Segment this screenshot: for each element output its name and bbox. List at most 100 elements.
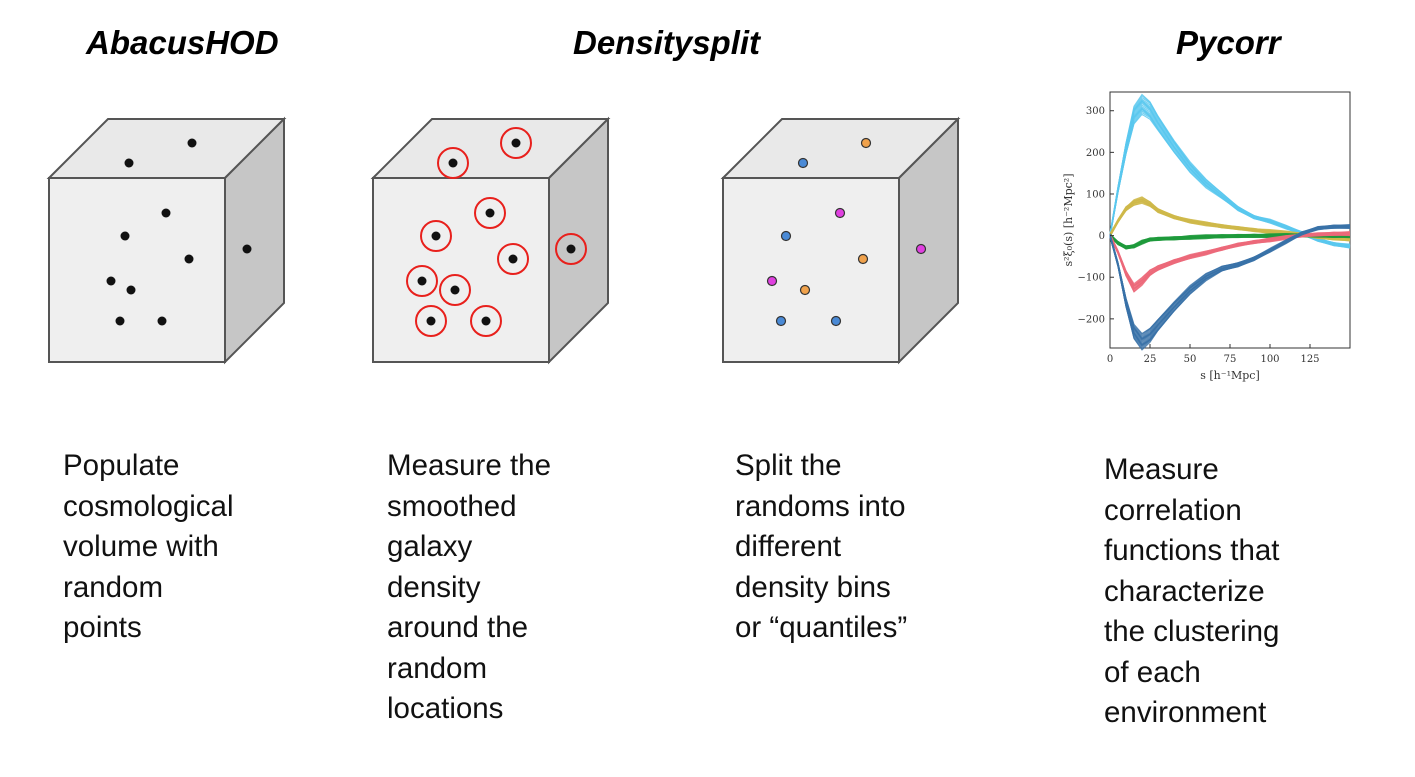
caption-measure-correlation: Measure correlation functions that chara… (1104, 450, 1279, 734)
caption-line: random (387, 651, 488, 685)
random-point (115, 316, 125, 326)
caption-populate: Populate cosmological volume with random… (63, 446, 234, 649)
smoothing-ring (406, 265, 438, 297)
smoothing-ring (474, 197, 506, 229)
caption-line: galaxy (387, 530, 473, 563)
caption-line: Populate (63, 449, 180, 482)
x-tick-label: 0 (1107, 354, 1113, 365)
random-point (126, 285, 136, 295)
cube-front-face (722, 177, 900, 363)
cube-front-face (48, 177, 226, 363)
caption-line: or “quantiles” (735, 611, 908, 644)
random-point (242, 244, 252, 254)
random-point (448, 158, 458, 168)
random-point (124, 158, 134, 168)
caption-line: Measure (1104, 453, 1219, 486)
y-tick-label: −200 (1078, 314, 1105, 325)
x-tick-label: 75 (1224, 354, 1237, 365)
caption-line: characterize (1104, 574, 1265, 608)
random-point (184, 254, 194, 264)
quantile-point-orange (799, 284, 811, 296)
caption-line: Measure the (387, 449, 551, 482)
random-point (120, 231, 130, 241)
y-tick-label: 300 (1086, 106, 1105, 117)
random-points (417, 138, 576, 326)
random-point (187, 138, 197, 148)
random-point (161, 208, 171, 218)
title-densitysplit: Densitysplit (573, 24, 761, 61)
smoothing-ring (420, 220, 452, 252)
cube-front-face (372, 177, 550, 363)
random-point (106, 276, 116, 286)
caption-line: environment (1104, 696, 1267, 729)
y-tick-label: 0 (1099, 231, 1105, 242)
random-point (481, 316, 491, 326)
quantile-point-magenta (834, 207, 846, 219)
caption-line: density (387, 570, 481, 604)
y-tick-label: 100 (1086, 189, 1105, 200)
quantile-points (766, 137, 927, 327)
title-pycorr: Pycorr (1176, 24, 1281, 61)
cube-quantiles (720, 116, 961, 365)
random-point (426, 316, 436, 326)
random-point (566, 244, 576, 254)
quantile-point-magenta (915, 243, 927, 255)
random-points (106, 138, 252, 326)
caption-line: correlation (1104, 493, 1242, 527)
quantile-point-orange (860, 137, 872, 149)
caption-line: randoms into (735, 489, 906, 523)
caption-line: around the (387, 611, 529, 644)
quantile-point-magenta (766, 275, 778, 287)
caption-measure-density: Measure the smoothed galaxy density arou… (387, 446, 551, 730)
caption-line: volume with (63, 530, 219, 563)
chart-plot-frame (1109, 91, 1351, 349)
smoothing-ring (555, 233, 587, 265)
chart-x-axis-label: s [h⁻¹Mpc] (1200, 369, 1260, 382)
series-bundle-3 (1109, 231, 1351, 293)
random-point (157, 316, 167, 326)
y-tick-label: 200 (1086, 148, 1105, 159)
x-tick-label: 125 (1300, 354, 1319, 365)
smoothing-ring (415, 305, 447, 337)
caption-line: Split the (735, 449, 842, 482)
series-line (1109, 223, 1351, 335)
caption-line: cosmological (63, 489, 234, 523)
smoothing-ring (497, 243, 529, 275)
caption-line: random (63, 570, 164, 604)
x-tick-label: 25 (1144, 354, 1157, 365)
x-tick-label: 100 (1260, 354, 1279, 365)
caption-line: of each (1104, 655, 1201, 689)
caption-line: the clustering (1104, 615, 1280, 648)
random-point (508, 254, 518, 264)
random-point (485, 208, 495, 218)
caption-line: functions that (1104, 534, 1280, 567)
caption-line: locations (387, 692, 504, 725)
random-point (511, 138, 521, 148)
caption-line: smoothed (387, 489, 517, 523)
cube-abacushod (46, 116, 287, 365)
correlation-function-chart: 0 25 50 75 100 125 −200 −100 0 100 200 300 s [h⁻¹Mp… (1062, 91, 1351, 382)
quantile-point-blue (797, 157, 809, 169)
caption-split-randoms: Split the randoms into different density… (735, 446, 907, 649)
random-point (450, 285, 460, 295)
random-point (431, 231, 441, 241)
smoothing-ring (439, 274, 471, 306)
smoothing-ring (437, 147, 469, 179)
chart-y-axis-label: s²ξ₀(s) [h⁻²Mpc²] (1062, 173, 1075, 266)
series-bundle-4 (1109, 223, 1351, 351)
quantile-point-blue (775, 315, 787, 327)
caption-line: points (63, 611, 142, 644)
x-tick-label: 50 (1184, 354, 1197, 365)
quantile-point-blue (780, 230, 792, 242)
quantile-point-orange (857, 253, 869, 265)
y-tick-label: −100 (1078, 273, 1105, 284)
cube-smoothed-density (370, 116, 611, 365)
smoothing-ring (470, 305, 502, 337)
quantile-point-blue (830, 315, 842, 327)
smoothing-rings (406, 127, 587, 337)
title-abacushod: AbacusHOD (86, 24, 279, 61)
caption-line: different (735, 530, 842, 563)
smoothing-ring (500, 127, 532, 159)
random-point (417, 276, 427, 286)
caption-line: density bins (735, 570, 891, 604)
